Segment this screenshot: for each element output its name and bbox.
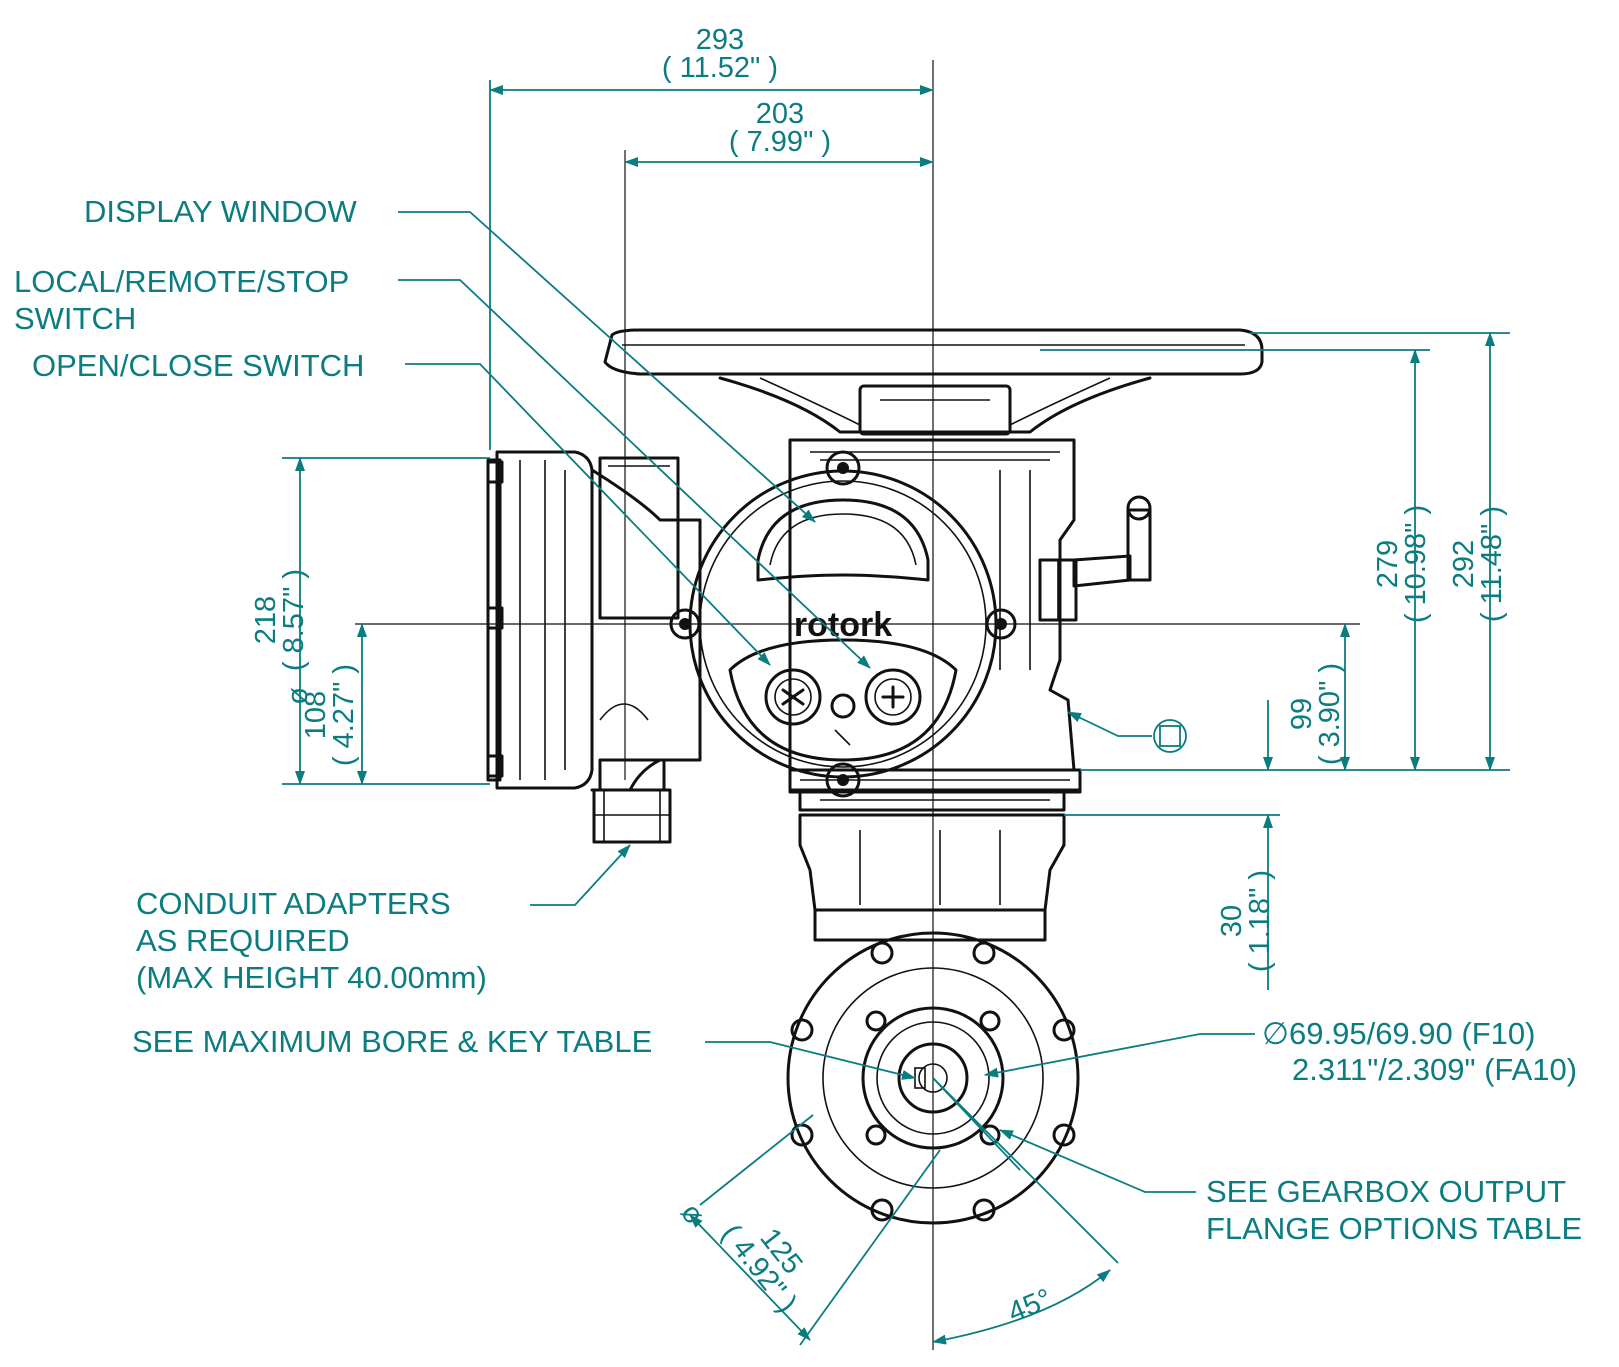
dim-108-value: 108 bbox=[300, 690, 332, 740]
dim-293: 293 ( 11.52" ) bbox=[640, 24, 800, 84]
callout-conduit-line1: CONDUIT ADAPTERS bbox=[136, 886, 451, 921]
callout-conduit-line2: AS REQUIRED bbox=[136, 923, 350, 958]
handwheel bbox=[603, 328, 1264, 436]
terminal-box bbox=[486, 450, 702, 844]
callout-conduit-line3: (MAX HEIGHT 40.00mm) bbox=[136, 960, 487, 995]
callout-flange-dia-line2: 2.311"/2.309" (FA10) bbox=[1292, 1052, 1578, 1087]
center-lines bbox=[355, 60, 1360, 1350]
dim-108-inch: ( 4.27" ) bbox=[328, 663, 360, 767]
callout-gearbox-line1: SEE GEARBOX OUTPUT bbox=[1206, 1174, 1567, 1209]
dim-292-value: 292 bbox=[1448, 539, 1480, 589]
callout-flange-dia-line1: ∅69.95/69.90 (F10) bbox=[1262, 1016, 1536, 1051]
dim-279-value: 279 bbox=[1372, 539, 1404, 589]
dimension-lines bbox=[282, 80, 1510, 1346]
callout-local-remote-stop-line2: SWITCH bbox=[14, 301, 137, 336]
callout-open-close-switch: OPEN/CLOSE SWITCH bbox=[32, 348, 365, 383]
dim-108: 108 ( 4.27" ) bbox=[300, 635, 360, 795]
gearbox bbox=[786, 813, 1080, 1225]
dim-30-value: 30 bbox=[1216, 904, 1248, 938]
dim-292-inch: ( 11.48" ) bbox=[1476, 505, 1508, 623]
dim-203-inch: ( 7.99" ) bbox=[728, 126, 832, 158]
dim-203-value: 203 bbox=[755, 98, 805, 130]
dim-30-inch: ( 1.18" ) bbox=[1244, 869, 1276, 973]
dim-30: 30 ( 1.18" ) bbox=[1216, 841, 1276, 1001]
dim-293-inch: ( 11.52" ) bbox=[661, 52, 779, 84]
dim-99-inch: ( 3.90" ) bbox=[1314, 662, 1346, 766]
dim-203: 203 ( 7.99" ) bbox=[700, 98, 860, 158]
callout-local-remote-stop-line1: LOCAL/REMOTE/STOP bbox=[14, 264, 350, 299]
callout-bore-key: SEE MAXIMUM BORE & KEY TABLE bbox=[132, 1024, 653, 1059]
dim-99-value: 99 bbox=[1286, 697, 1318, 731]
dim-292: 292 ( 11.48" ) bbox=[1448, 464, 1508, 664]
callout-gearbox-line2: FLANGE OPTIONS TABLE bbox=[1206, 1211, 1583, 1246]
rotork-logo: rotork bbox=[794, 606, 892, 644]
actuator-body bbox=[788, 438, 1152, 812]
dim-293-value: 293 bbox=[695, 24, 745, 56]
dim-99: 99 ( 3.90" ) bbox=[1286, 634, 1346, 794]
leader-lines bbox=[398, 211, 1255, 1193]
dim-218-value: 218 bbox=[250, 595, 282, 645]
callout-display-window: DISPLAY WINDOW bbox=[84, 194, 357, 229]
control-head bbox=[669, 450, 1017, 798]
dim-279: 279 ( 10.98" ) bbox=[1372, 464, 1432, 664]
dim-279-inch: ( 10.98" ) bbox=[1400, 504, 1432, 624]
